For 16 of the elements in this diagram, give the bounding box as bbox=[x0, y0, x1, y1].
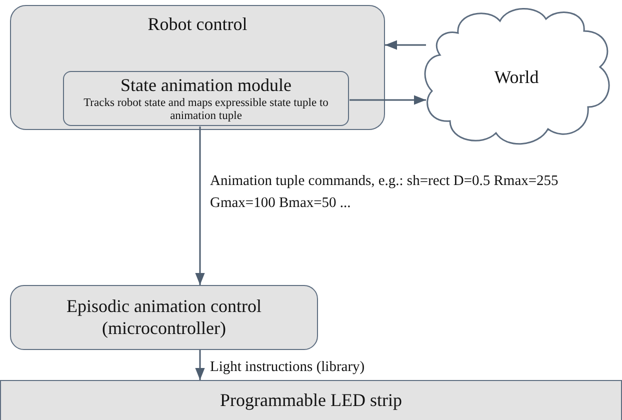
arrow bbox=[385, 40, 426, 50]
box-description: Tracks robot state and maps expressible state tuple to animation tuple bbox=[82, 96, 330, 124]
box-title: State animation module bbox=[120, 75, 292, 97]
process-box bbox=[63, 71, 349, 126]
box-title: Episodic animation control (microcontroller) bbox=[66, 296, 262, 340]
arrow bbox=[195, 126, 205, 285]
cloud-label: World bbox=[494, 66, 539, 88]
process-box bbox=[10, 285, 318, 350]
arrow bbox=[195, 350, 205, 380]
edge-label: Light instructions (library) bbox=[210, 358, 366, 377]
container-box bbox=[10, 5, 385, 130]
box-title: Robot control bbox=[148, 14, 248, 36]
box-title: Programmable LED strip bbox=[220, 390, 402, 412]
arrow bbox=[350, 95, 426, 105]
process-box bbox=[0, 380, 622, 420]
edge-label: Animation tuple commands, e.g.: sh=rect D=0.5 Rmax=255 Gmax=100 Bmax=50 ... bbox=[210, 172, 560, 213]
